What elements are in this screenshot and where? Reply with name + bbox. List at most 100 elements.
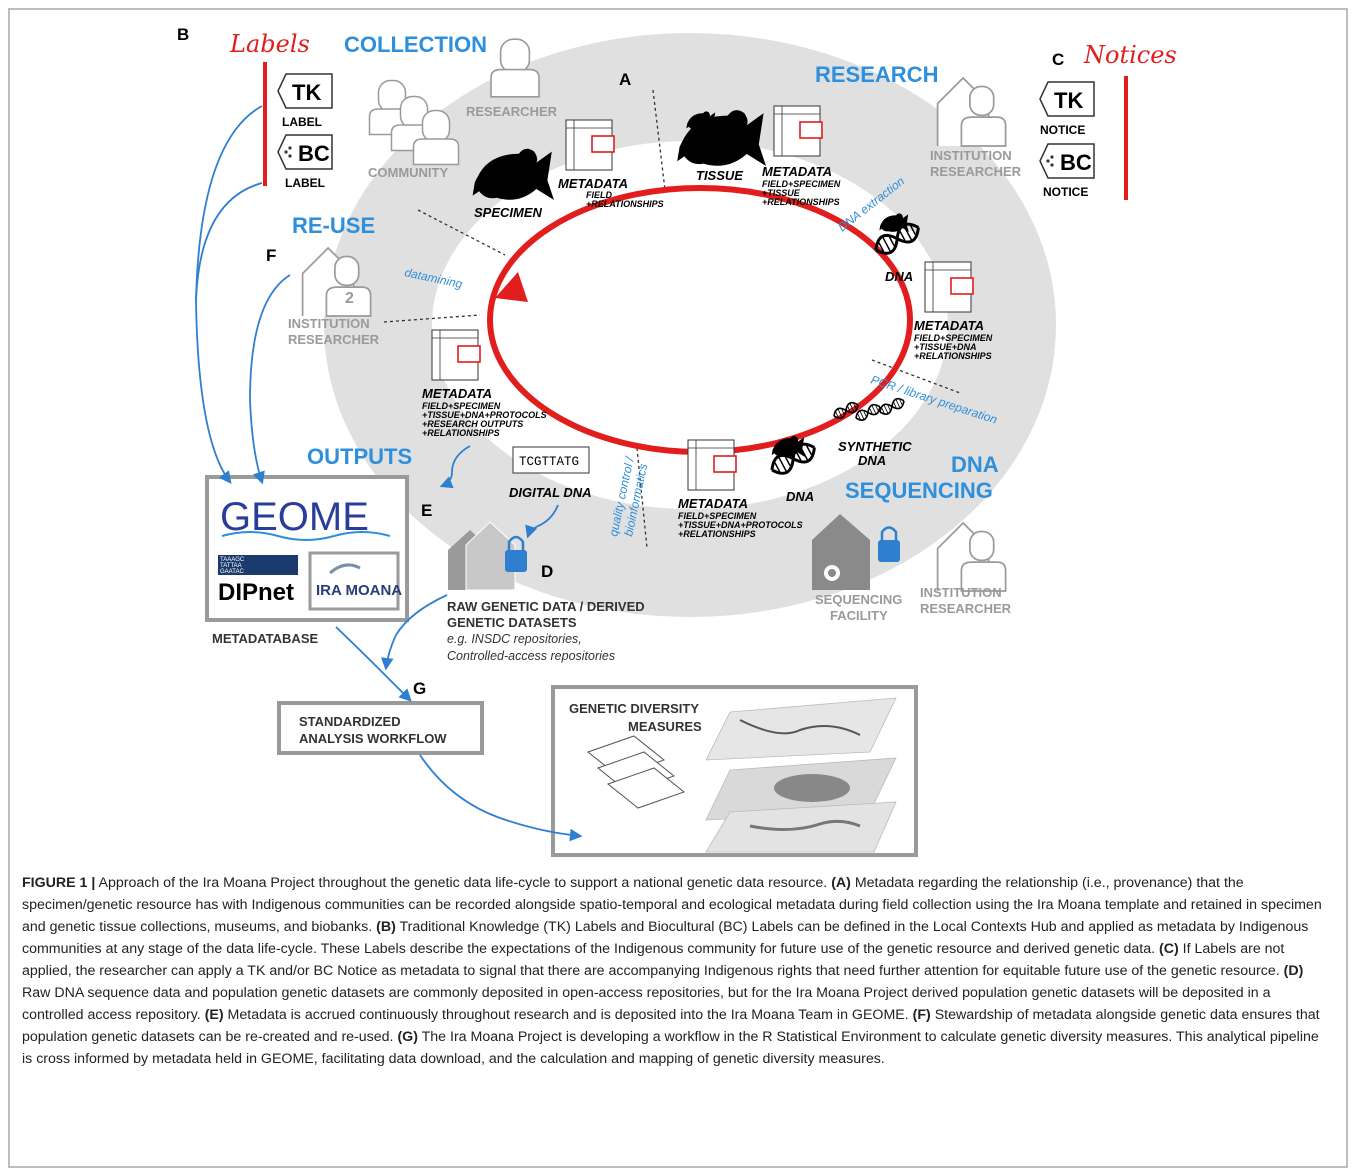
repos-line-2: GENETIC DATASETS <box>447 615 577 630</box>
institution-researcher-icon <box>936 77 1007 147</box>
stage-collection: COLLECTION <box>344 32 487 57</box>
workflow-line-1: STANDARDIZED <box>299 714 401 729</box>
dna-label-1: DNA <box>885 269 913 284</box>
tissue-label: TISSUE <box>696 168 743 183</box>
research-institution-label: INSTITUTION <box>930 148 1012 163</box>
meta3-line2: +TISSUE+DNA <box>914 342 977 352</box>
life-cycle-diagram: B A C F E D G Labels TK LABEL BC LABEL N… <box>177 25 1177 857</box>
tk-notice-sub: NOTICE <box>1040 123 1085 137</box>
meta5-line3: +RESEARCH OUTPUTS <box>422 419 523 429</box>
figure-caption: FIGURE 1 | Approach of the Ira Moana Pro… <box>22 872 1332 1070</box>
tk-label-sub: LABEL <box>282 115 322 129</box>
metadata-doc-icon-3 <box>924 261 974 313</box>
stage-dna: DNA <box>951 452 999 477</box>
metadata-doc-icon-4 <box>687 439 737 491</box>
meta3-line1: FIELD+SPECIMEN <box>914 333 993 343</box>
cycle-ring <box>324 33 1056 617</box>
ira-moana-logo-text: IRA MOANA <box>316 582 402 599</box>
bc-label-text: BC <box>298 141 330 166</box>
panel-b-letter: B <box>177 25 189 44</box>
sequence-box <box>512 446 590 474</box>
tk-notice-tag-icon <box>1039 81 1095 117</box>
panel-e-letter: E <box>421 501 432 520</box>
caption-e-text: Metadata is accrued continuously through… <box>223 1007 913 1023</box>
sequencing-institution-label: INSTITUTION <box>920 585 1002 600</box>
meta2-line2: +TISSUE <box>762 188 801 198</box>
labels-script-title: Labels <box>229 30 310 58</box>
diversity-line-1: GENETIC DIVERSITY <box>569 701 699 716</box>
notices-script-title: Notices <box>1083 41 1177 69</box>
metadata-doc-icon-1 <box>565 119 615 171</box>
sequencing-researcher-label: RESEARCHER <box>920 601 1012 616</box>
tk-notice-text: TK <box>1054 88 1083 113</box>
caption-a-tag: (A) <box>831 875 851 891</box>
diversity-line-2: MEASURES <box>628 719 702 734</box>
caption-g-text: The Ira Moana Project is developing a wo… <box>22 1029 1319 1067</box>
sequencing-facility-label-2: FACILITY <box>830 608 888 623</box>
repos-line-3: e.g. INSDC repositories, <box>447 632 582 646</box>
dipnet-seq-2: TATTAA <box>220 563 242 569</box>
stage-research: RESEARCH <box>815 62 938 87</box>
metadata-doc-icon-5 <box>431 329 481 381</box>
caption-b-tag: (B) <box>376 919 396 935</box>
meta4-line2: +TISSUE+DNA+PROTOCOLS <box>678 520 803 530</box>
repos-line-1: RAW GENETIC DATA / DERIVED <box>447 599 645 614</box>
community-label: COMMUNITY <box>368 165 448 180</box>
meta3-title: METADATA <box>914 318 984 333</box>
meta1-title: METADATA <box>558 176 628 191</box>
metadatabase-label: METADATABASE <box>212 631 318 646</box>
panel-c-letter: C <box>1052 50 1064 69</box>
repos-line-4: Controlled-access repositories <box>447 649 615 663</box>
notices-group-c: Notices TK NOTICE BC NOTICE <box>1039 41 1177 200</box>
bc-label-tag-icon <box>277 134 333 170</box>
bc-notice-text: BC <box>1060 150 1092 175</box>
metadatabase-box: GEOME TAAAGC TATTAA GAATAC DIPnet IRA MO… <box>205 475 409 622</box>
panel-d-letter: D <box>541 562 553 581</box>
synthetic-label-1: SYNTHETIC <box>838 439 912 454</box>
bc-notice-sub: NOTICE <box>1043 185 1088 199</box>
stage-sequencing: SEQUENCING <box>845 478 993 503</box>
stage-reuse: RE-USE <box>292 213 375 238</box>
grid-layers-icon <box>586 735 686 809</box>
sequence-text: TCGTTATG <box>519 455 579 469</box>
meta1-line2: +RELATIONSHIPS <box>586 199 664 209</box>
caption-figure-number: FIGURE 1 | <box>22 875 96 891</box>
flow-arrows <box>195 105 583 842</box>
meta4-line1: FIELD+SPECIMEN <box>678 511 757 521</box>
dipnet-seq-1: TAAAGC <box>220 557 245 563</box>
caption-c-text: If Labels are not applied, the researche… <box>22 941 1285 979</box>
caption-f-tag: (F) <box>912 1007 931 1023</box>
caption-d-tag: (D) <box>1283 963 1304 979</box>
meta5-line4: +RELATIONSHIPS <box>422 428 500 438</box>
bc-label-sub: LABEL <box>285 176 325 190</box>
bc-notice-tag-icon <box>1039 143 1095 179</box>
caption-b-text: Traditional Knowledge (TK) Labels and Bi… <box>22 919 1309 957</box>
meta5-line2: +TISSUE+DNA+PROTOCOLS <box>422 410 547 420</box>
labels-group-b: Labels TK LABEL BC LABEL <box>229 30 333 190</box>
genetic-diversity-box: GENETIC DIVERSITY MEASURES <box>551 685 918 857</box>
panel-g-letter: G <box>413 679 426 698</box>
research-researcher-label: RESEARCHER <box>930 164 1022 179</box>
caption-intro: Approach of the Ira Moana Project throug… <box>95 875 832 891</box>
dna-label-2: DNA <box>786 489 814 504</box>
meta1-line1: FIELD <box>586 190 612 200</box>
meta4-title: METADATA <box>678 496 748 511</box>
meta5-line1: FIELD+SPECIMEN <box>422 401 501 411</box>
metadata-doc-icon-2 <box>773 105 823 157</box>
meta4-line3: +RELATIONSHIPS <box>678 529 756 539</box>
caption-a-text: Metadata regarding the relationship (i.e… <box>22 875 1322 935</box>
caption-c-tag: (C) <box>1158 941 1179 957</box>
specimen-label: SPECIMEN <box>474 205 543 220</box>
panel-f-letter: F <box>266 246 276 265</box>
repository-lock-icon <box>448 521 527 591</box>
dipnet-logo-text: DIPnet <box>218 579 294 606</box>
workflow-box <box>277 701 484 755</box>
sequencing-facility-label-1: SEQUENCING <box>815 592 902 607</box>
digital-dna-label: DIGITAL DNA <box>509 485 592 500</box>
community-icon <box>368 79 460 166</box>
meta3-line3: +RELATIONSHIPS <box>914 351 992 361</box>
panel-a-letter: A <box>619 70 631 89</box>
meta5-title: METADATA <box>422 386 492 401</box>
reuse-number: 2 <box>345 290 354 307</box>
caption-g-tag: (G) <box>397 1029 418 1045</box>
